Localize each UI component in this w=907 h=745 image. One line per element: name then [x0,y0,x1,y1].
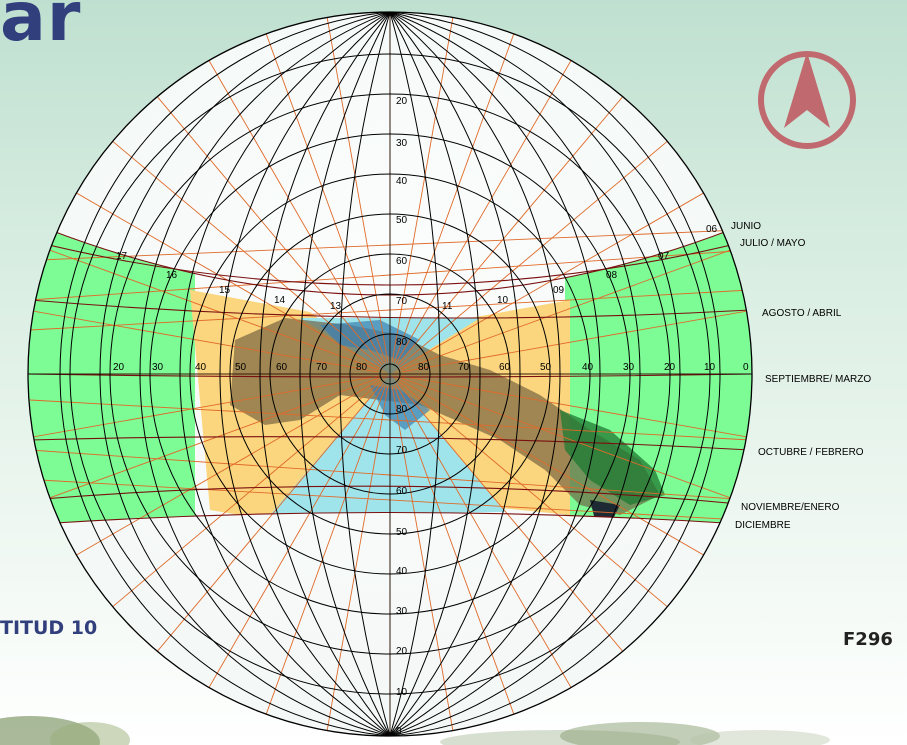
azimuth-label: 40 [195,362,207,373]
altitude-label-group: 20 30 40 50 60 70 80 80 70 60 50 40 30 2… [396,96,408,737]
azimuth-label: 20 [113,362,125,373]
altitude-label: 60 [396,486,408,497]
altitude-label: 20 [396,96,408,107]
hour-label: 06 [706,224,718,235]
month-label-group: JUNIO JULIO / MAYO AGOSTO / ABRIL SEPTIE… [731,221,871,531]
hour-label: 11 [442,301,453,312]
azimuth-label: 10 [704,362,716,373]
month-label: OCTUBRE / FEBRERO [758,447,864,458]
hour-line [320,12,389,363]
altitude-label: 60 [396,256,408,267]
altitude-label: 80 [396,404,408,415]
month-label: JULIO / MAYO [740,238,806,249]
hour-line [398,117,696,367]
hour-line [28,377,379,511]
water-body-south [370,385,430,430]
hour-line [391,385,460,736]
azimuth-label: 40 [582,362,594,373]
hour-line [395,384,590,720]
hour-line [401,375,752,444]
altitude-label: 30 [396,138,408,149]
hour-line [84,117,382,367]
hour-line [253,12,387,363]
hour-line [401,237,752,371]
month-label: DICIEMBRE [735,520,791,531]
altitude-label: 10 [396,687,408,698]
azimuth-label: 60 [276,362,288,373]
hour-line [28,304,379,373]
month-label: AGOSTO / ABRIL [762,308,842,319]
hour-label: 16 [166,270,178,281]
altitude-label: 70 [396,445,408,456]
hour-line [253,385,387,736]
altitude-label: 0 [396,726,402,737]
azimuth-label: 30 [623,362,635,373]
altitude-label: 40 [396,566,408,577]
green-zone-left [28,220,195,525]
hour-label: 15 [219,285,231,296]
azimuth-label: 20 [664,362,676,373]
site-map-overlay [230,318,660,515]
hour-line [190,384,385,720]
hour-line [320,385,389,736]
zenith-marker [379,363,401,385]
azimuth-label: 60 [499,362,511,373]
azimuth-label: 70 [316,362,328,373]
altitude-label: 50 [396,215,408,226]
page-title: ar [0,0,82,57]
month-label: JUNIO [731,221,761,232]
outer-circle [27,11,753,737]
azimuth-label: 70 [458,362,470,373]
altitude-label: 80 [396,337,408,348]
hour-line [28,375,379,444]
hour-label-group: 17 16 15 14 13 11 10 09 08 07 06 [116,224,718,312]
hour-label: 13 [330,301,342,312]
hour-label: 08 [606,270,618,281]
hour-line [393,12,527,363]
hour-line [401,304,752,373]
hour-line [391,12,460,363]
altitude-label: 30 [396,606,408,617]
foliage-decoration [0,716,830,745]
hour-line [28,237,379,371]
vegetation-patch [560,410,665,505]
latitude-label: TITUD 10 [0,617,98,639]
azimuth-label: 30 [152,362,164,373]
azimuth-label-group: 20 30 40 50 60 70 80 80 70 60 50 40 30 2… [113,362,749,373]
hour-line [84,381,382,631]
month-label: NOVIEMBRE/ENERO [741,502,840,513]
hour-line [401,377,752,511]
hour-lines [28,12,752,736]
azimuth-label: 80 [418,362,430,373]
altitude-label: 40 [396,176,408,187]
north-arrow-icon [758,51,856,149]
hour-label: 09 [553,285,565,296]
hour-line [393,385,527,736]
azimuth-label: 50 [235,362,247,373]
hour-label: 10 [497,295,509,306]
azimuth-label: 80 [356,362,368,373]
hour-label: 07 [658,251,670,262]
azimuth-label: 50 [540,362,552,373]
figure-code: F296 [843,629,893,650]
azimuth-label: 0 [743,362,749,373]
month-label: SEPTIEMBRE/ MARZO [765,374,871,385]
altitude-label: 20 [396,646,408,657]
altitude-label: 70 [396,296,408,307]
hour-line [190,28,385,364]
hour-label: 14 [274,295,286,306]
hour-label: 17 [116,251,128,262]
altitude-label: 50 [396,527,408,538]
